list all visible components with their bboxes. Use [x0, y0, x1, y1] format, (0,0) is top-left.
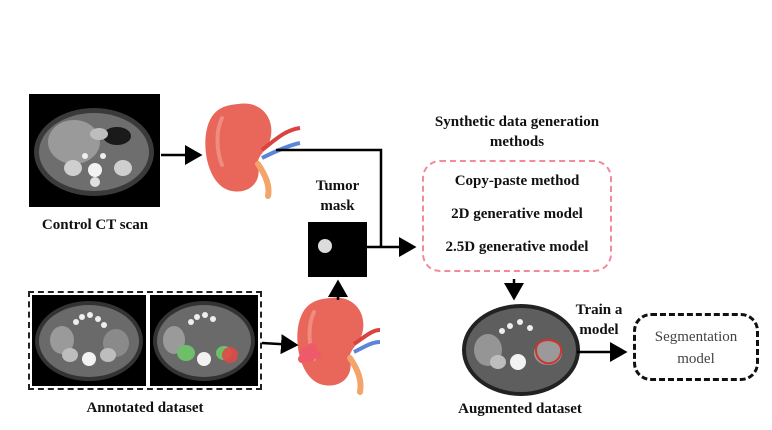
kidney-icon-top [205, 103, 301, 199]
segmentation-model-box: Segmentation model [633, 313, 759, 381]
connector-arrows [161, 145, 628, 362]
annotated-ct-image-raw [32, 295, 146, 386]
annotated-dataset-frame [28, 291, 262, 390]
segmentation-model-line1: Segmentation [654, 329, 738, 345]
control-ct-label: Control CT scan [41, 217, 149, 233]
control-ct-image [29, 94, 160, 207]
tumor-mask-label-line1: Tumor [315, 178, 360, 194]
segmentation-model-line2: model [677, 351, 715, 367]
annotated-ct-image-labeled [150, 295, 258, 386]
kidney-with-tumor-icon [297, 297, 381, 395]
synthetic-methods-title-line2: methods [489, 134, 545, 150]
synthetic-methods-box: Copy-paste method 2D generative model 2.… [422, 160, 612, 272]
augmented-ct-image [462, 304, 580, 396]
train-model-label-line1: Train a [575, 302, 623, 318]
augmented-dataset-label: Augmented dataset [458, 401, 582, 417]
method-2d-generative: 2D generative model [451, 206, 583, 222]
method-copy-paste: Copy-paste method [454, 173, 580, 189]
train-model-label-line2: model [579, 322, 619, 338]
tumor-mask-label-line2: mask [320, 198, 355, 214]
method-2-5d-generative: 2.5D generative model [445, 239, 589, 255]
annotated-dataset-label: Annotated dataset [86, 400, 204, 416]
synthetic-methods-title-line1: Synthetic data generation [434, 114, 600, 130]
tumor-mask-image [308, 222, 367, 277]
